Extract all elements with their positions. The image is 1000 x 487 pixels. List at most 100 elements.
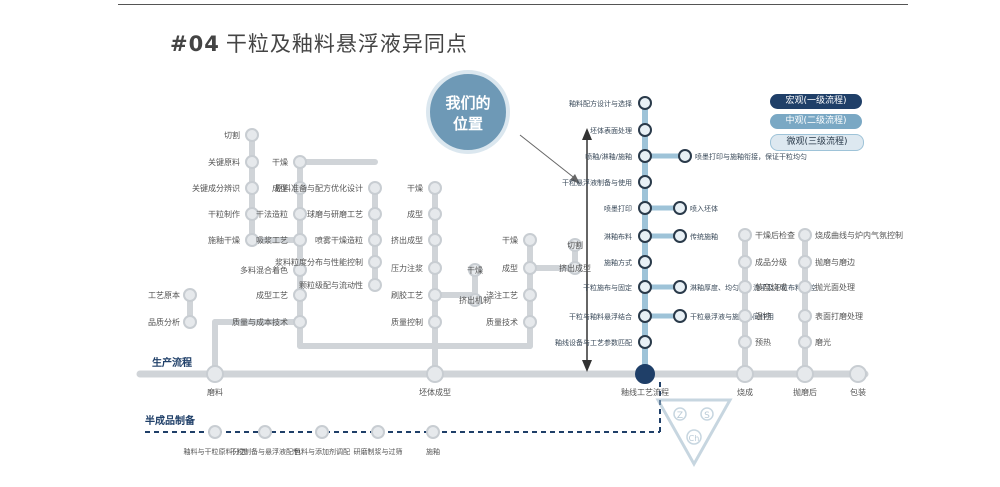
zsch-watermark: Z S Ch [655,398,733,468]
center-label: 干粒悬浮液制备与使用 [562,178,632,187]
svg-text:Ch: Ch [689,434,700,443]
col4-node [428,233,442,247]
col8-label: 表面打磨处理 [815,311,863,321]
col1b-label: 工艺原本 [148,290,180,300]
semi-stop-label: 干粒制备与悬浮液配制 [230,447,300,456]
arrow-down-icon [582,360,592,372]
col1-label: 关键成分辨识 [192,183,240,193]
center-node [638,255,652,269]
svg-text:Z: Z [677,411,683,421]
center-node [638,96,652,110]
center-note-node [673,280,687,294]
col4-label: 干燥 [407,184,423,193]
col2-label: 成型工艺 [256,290,288,300]
semi-stop-node [371,425,385,439]
col5b-node [568,261,582,275]
main-stop-label: 烧成 [737,387,753,397]
col8-label: 烧成曲线与炉内气氛控制 [815,230,903,240]
col5-node [523,288,537,302]
col8-node [798,280,812,294]
col2-node [293,207,307,221]
center-note-label: 喷入坯体 [690,204,718,213]
col4b-label: 挤出机制 [459,295,491,305]
col1-node [245,233,259,247]
col4-node [428,207,442,221]
center-label: 釉料配方设计与选择 [569,99,632,108]
production-line-label: 生产流程 [152,356,192,369]
col5-label: 成型 [502,263,518,273]
col3-label: 喷雾干燥造粒 [315,235,363,245]
col1-label: 切割 [224,130,240,140]
col4-node [428,181,442,195]
col2-label: 干燥 [272,158,288,167]
legend-meso: 中观(二级流程) [770,114,862,129]
col2-label: 多料混合着色 [240,265,288,275]
col1b-label: 品质分析 [148,317,180,327]
center-label: 坯体表面处理 [590,126,632,135]
col2-node [293,315,307,329]
center-label: 干粒与釉料悬浮结合 [569,312,632,321]
col7-node [738,335,752,349]
col3-node [368,181,382,195]
col4-label: 成型 [407,209,423,219]
col3-node [368,207,382,221]
main-stop-node [206,365,224,383]
center-label: 喷墨打印 [604,204,632,213]
col7-node [738,309,752,323]
semi-stop-label: 施釉 [426,447,440,456]
col7-node [738,228,752,242]
col5-label: 质量技术 [486,317,518,327]
col3-label: 颗粒级配与流动性 [299,280,363,290]
col1-label: 干粒制作 [208,209,240,219]
col4-label: 质量控制 [391,317,423,327]
col4-node [428,261,442,275]
col8-node [798,335,812,349]
section-title: 干粒及釉料悬浮液异同点 [225,32,468,56]
semi-stop-node [426,425,440,439]
col3-node [368,233,382,247]
center-note-label: 干粒悬浮液与施釉协同作用 [690,312,774,321]
our-position-bubble [426,70,510,154]
col1-node [245,155,259,169]
center-note-node [673,309,687,323]
center-note-node [673,229,687,243]
col5-node [523,261,537,275]
col4-node [428,315,442,329]
branch-lines [187,132,808,377]
col5-label: 浇注工艺 [486,290,518,300]
col2-node [293,181,307,195]
pointer-arrow-icon [570,174,580,184]
semi-stop-label: 色料与添加剂调配 [294,447,350,456]
col3-node [368,255,382,269]
legend: 宏观(一级流程) 中观(二级流程) 微观(三级流程) [770,94,864,156]
col1-label: 施釉干燥 [208,235,240,245]
col1-node [245,207,259,221]
legend-micro: 微观(三级流程) [770,134,864,151]
center-label: 喷釉/淋釉/施釉 [585,152,632,161]
col7-label: 温控 [755,311,771,321]
center-label: 淋釉布料 [604,232,632,241]
col2-node [293,233,307,247]
col1b-node [183,315,197,329]
center-node [638,335,652,349]
svg-text:S: S [704,411,710,421]
legend-macro: 宏观(一级流程) [770,94,862,109]
main-stop-label: 磨料 [207,387,223,397]
main-stop-label: 坯体成型 [419,387,451,397]
header-rule [118,4,908,5]
col7-label: 预热 [755,337,771,347]
col2-node [293,155,307,169]
col5-node [523,233,537,247]
center-node [638,229,652,243]
col3-label: 浆料粒度分布与性能控制 [275,257,363,267]
center-node [638,123,652,137]
col5b-label: 切割 [567,240,583,250]
main-stop-node [849,365,867,383]
center-note-label: 传统施釉 [690,232,718,241]
center-note-label: 淋釉厚度、均匀度、流平及干粒布料调控 [690,283,816,292]
center-node [638,309,652,323]
col5-node [523,315,537,329]
col8-node [798,255,812,269]
col8-node [798,309,812,323]
